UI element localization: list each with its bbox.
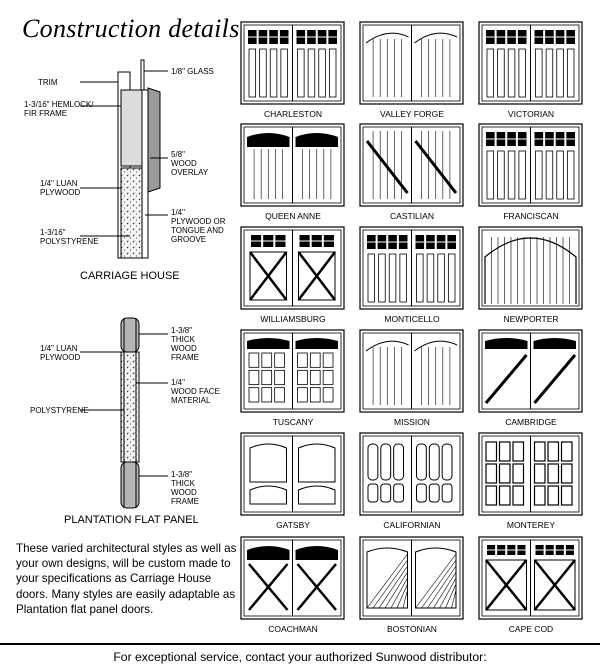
door-monticello [359,226,464,310]
label-plantation-luan: 1/4" LUAN PLYWOOD [40,344,81,362]
page-title: Construction details [22,14,240,43]
door-name: BOSTONIAN [387,624,437,634]
label-wood-overlay: 5/8" WOOD OVERLAY [171,150,209,177]
door-victorian [478,21,583,105]
door-name: TUSCANY [272,417,314,427]
footer-rule [0,643,600,645]
door-williamsburg [240,226,345,310]
door-cambridge [478,329,583,413]
label-plywood-groove: 1/4" PLYWOOD OR TONGUE AND GROOVE [171,208,226,244]
door-name: CALIFORNIAN [383,520,441,530]
carriage-house-section [80,59,168,259]
door-name: WILLIAMSBURG [260,314,326,324]
door-coachman [240,536,345,620]
label-hemlock-frame: 1-3/16" HEMLOCK/ FIR FRAME [24,100,94,118]
door-tuscany [240,329,345,413]
door-castilian [359,123,464,207]
door-monterey [478,432,583,516]
door-queen-anne [240,123,345,207]
door-mission [359,329,464,413]
door-name: QUEEN ANNE [265,211,321,221]
door-name: COACHMAN [268,624,318,634]
door-newporter [478,226,583,310]
door-name: CAPE COD [508,624,554,634]
label-luan-plywood: 1/4" LUAN PLYWOOD [40,179,81,197]
door-name: GATSBY [276,520,310,530]
styles-note: These varied architectural styles as wel… [16,542,237,616]
door-valley-forge [359,21,464,105]
plantation-heading: PLANTATION FLAT PANEL [64,514,199,526]
door-californian [359,432,464,516]
door-franciscan [478,123,583,207]
label-trim: TRIM [38,78,58,87]
carriage-house-heading: CARRIAGE HOUSE [80,270,180,282]
door-bostonian [359,536,464,620]
door-name: CHARLESTON [264,109,322,119]
door-name: MISSION [394,417,430,427]
door-name: CASTILIAN [390,211,434,221]
door-name: NEWPORTER [503,314,559,324]
label-glass: 1/8" GLASS [171,67,214,76]
door-name: MONTEREY [506,520,556,530]
label-plantation-polystyrene: POLYSTYRENE [30,406,89,415]
door-name: VALLEY FORGE [380,109,444,119]
door-name: CAMBRIDGE [505,417,557,427]
door-cape-cod [478,536,583,620]
footer-text: For exceptional service, contact your au… [113,650,487,664]
door-style-grid [240,21,583,620]
door-name: VICTORIAN [507,109,555,119]
construction-section-drawings [80,59,168,509]
label-polystyrene: 1-3/16" POLYSTYRENE [40,228,99,246]
door-name: MONTICELLO [384,314,440,324]
door-gatsby [240,432,345,516]
label-wood-face: 1/4" WOOD FACE MATERIAL [171,378,220,405]
door-name: FRANCISCAN [503,211,559,221]
label-frame-top: 1-3/8" THICK WOOD FRAME [171,326,199,362]
door-charleston [240,21,345,105]
label-frame-bottom: 1-3/8" THICK WOOD FRAME [171,470,199,506]
plantation-section [80,317,168,509]
